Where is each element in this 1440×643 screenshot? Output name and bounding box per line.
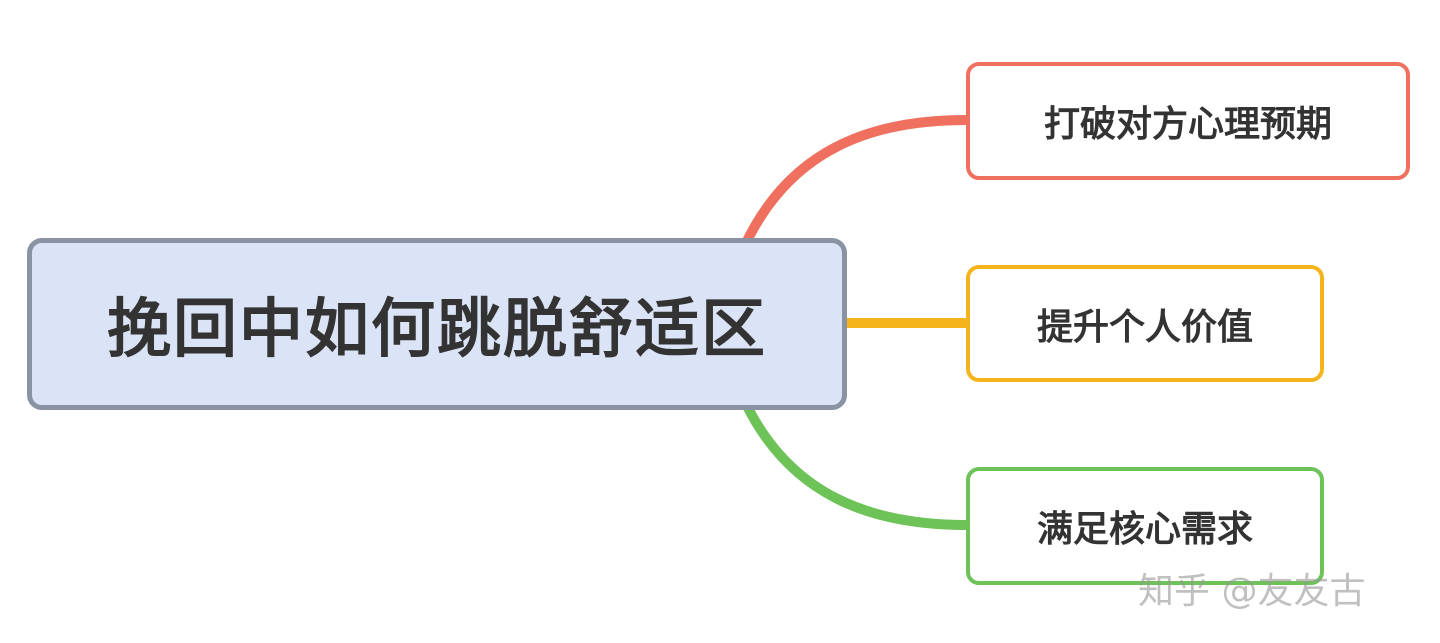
branch-node-raise-personal-value[interactable]: 提升个人价值 xyxy=(966,265,1324,382)
branch-node-break-expectation[interactable]: 打破对方心理预期 xyxy=(966,62,1410,180)
root-label: 挽回中如何跳脱舒适区 xyxy=(107,293,767,367)
connector-branch-3 xyxy=(740,397,971,530)
watermark-text: 知乎 @友友古 xyxy=(1138,571,1366,612)
connector-branch-1 xyxy=(740,115,971,250)
branch-label: 打破对方心理预期 xyxy=(1043,104,1332,145)
branch-node-meet-core-needs[interactable]: 满足核心需求 xyxy=(966,467,1324,585)
root-node[interactable]: 挽回中如何跳脱舒适区 xyxy=(27,238,847,410)
branch-label: 满足核心需求 xyxy=(1036,509,1253,550)
branch-label: 提升个人价值 xyxy=(1036,306,1253,348)
